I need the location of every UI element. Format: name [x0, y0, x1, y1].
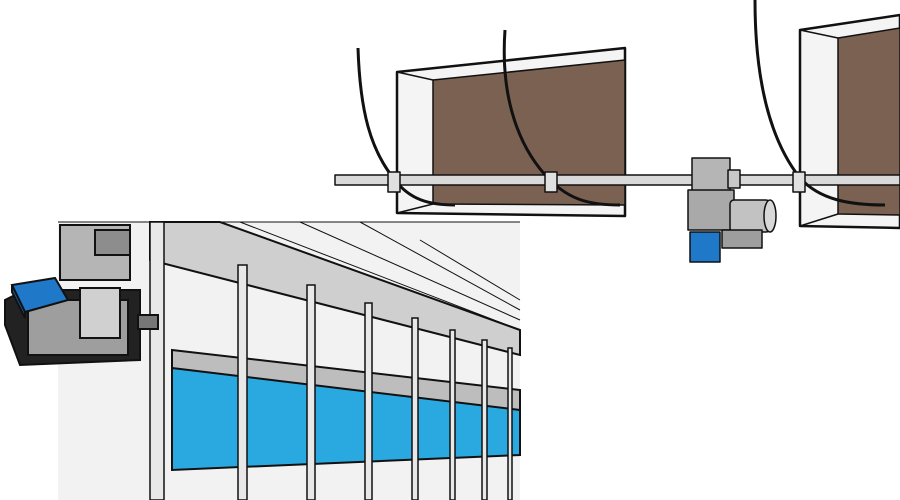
- greenhouse-wall: [58, 221, 521, 500]
- vent-system-top: [334, 0, 900, 263]
- drive-pipe: [334, 174, 900, 186]
- motor-icon: [689, 199, 777, 263]
- roof-lines: [239, 221, 521, 331]
- window-vent-2: [798, 13, 900, 230]
- motor-icon: [4, 224, 159, 367]
- gearbox-icon: [687, 157, 741, 231]
- window-vent-1: [395, 46, 627, 218]
- pipe-clamps: [387, 171, 806, 193]
- wall-posts: [149, 221, 513, 500]
